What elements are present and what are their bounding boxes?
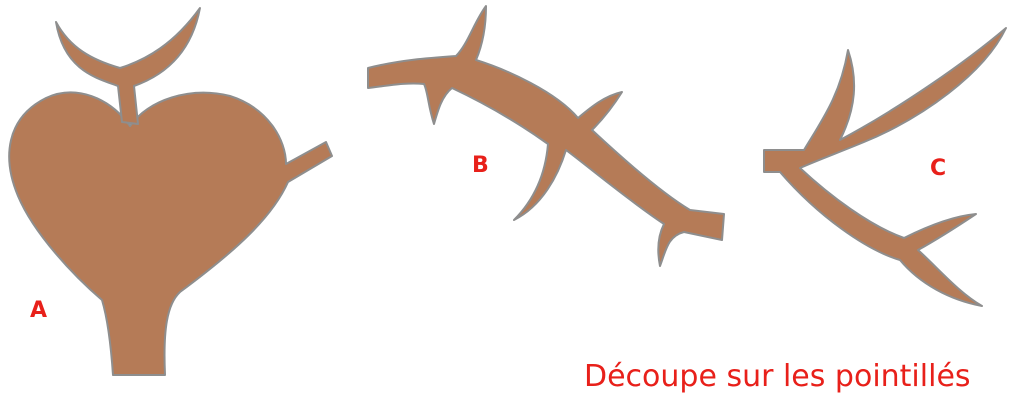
shape-label-b: B <box>472 155 489 177</box>
shape-label-c: C <box>930 158 946 180</box>
branch-shape-b <box>368 6 724 266</box>
branch-shape-c <box>764 28 1006 306</box>
cut-instruction-caption: Découpe sur les pointillés <box>584 362 971 392</box>
cutout-sheet: A B C Découpe sur les pointillés <box>0 0 1009 382</box>
heart-shape-a <box>9 93 332 375</box>
shape-label-a: A <box>30 300 47 322</box>
cutout-shapes <box>0 0 1009 382</box>
